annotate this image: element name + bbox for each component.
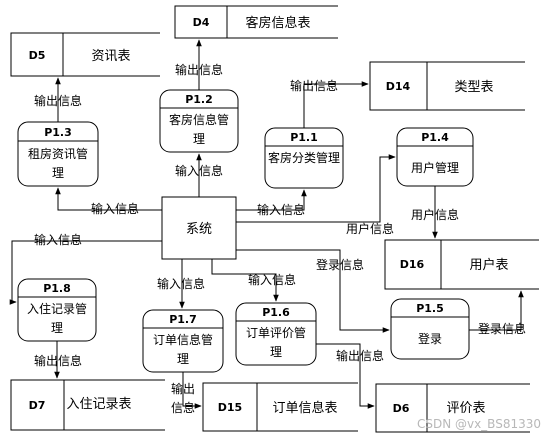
flow-label-login-info-b: 登录信息 xyxy=(478,321,526,336)
process-p17-name-2: 理 xyxy=(177,352,189,366)
flow-lines xyxy=(9,39,524,409)
process-p13-id: P1.3 xyxy=(44,126,72,139)
process-p15-name: 登录 xyxy=(418,331,442,346)
store-d5-name: 资讯表 xyxy=(91,49,130,64)
flow-label-login-info-a: 登录信息 xyxy=(316,257,364,272)
process-p13: P1.3 租房资讯管 理 xyxy=(17,121,99,187)
process-p17-name-1: 订单信息管 xyxy=(153,332,213,347)
flow-label-p17-out-1: 输出 xyxy=(171,381,195,396)
process-p12-name-1: 客房信息管 xyxy=(169,112,229,127)
store-d15: D15 订单信息表 xyxy=(202,382,358,432)
store-d14-id: D14 xyxy=(386,80,411,93)
store-d6-name: 评价表 xyxy=(446,401,485,416)
system-label: 系统 xyxy=(186,222,212,237)
store-d6: D6 评价表 xyxy=(375,383,530,433)
process-p16-name-1: 订单评价管 xyxy=(246,325,306,340)
flow-label-sys-p11-in: 输入信息 xyxy=(257,202,305,217)
store-d5: D5 资讯表 xyxy=(10,32,160,77)
process-p16-id: P1.6 xyxy=(262,306,290,319)
system-box: 系统 xyxy=(161,196,237,260)
store-d16-name: 用户表 xyxy=(469,257,508,273)
process-p11-id: P1.1 xyxy=(290,131,318,144)
process-p12: P1.2 客房信息管 理 xyxy=(159,89,239,153)
store-d5-id: D5 xyxy=(29,49,46,62)
process-p16: P1.6 订单评价管 理 xyxy=(235,302,317,366)
process-p18-name-2: 理 xyxy=(51,321,63,335)
store-d16: D16 用户表 xyxy=(384,239,539,290)
store-d6-id: D6 xyxy=(393,402,410,415)
watermark-text: CSDN @vx_BS81330 xyxy=(417,417,541,431)
process-p17-id: P1.7 xyxy=(169,313,197,326)
flow-label-user-info-a: 用户信息 xyxy=(411,207,459,222)
flow-label-p18-out: 输出信息 xyxy=(34,353,82,368)
flow-label-user-info-b: 用户信息 xyxy=(346,221,394,236)
store-d15-id: D15 xyxy=(218,401,242,414)
store-d14-name: 类型表 xyxy=(454,80,493,95)
process-p12-id: P1.2 xyxy=(185,93,213,106)
flow-label-p16-out: 输出信息 xyxy=(336,348,384,363)
store-d7: D7 入住记录表 xyxy=(10,379,165,431)
process-p11-name: 客房分类管理 xyxy=(268,150,340,165)
process-p16-name-2: 理 xyxy=(270,345,282,359)
store-d7-name: 入住记录表 xyxy=(66,397,131,412)
process-p18-name-1: 入住记录管 xyxy=(27,301,87,316)
flow-label-sys-p13-in: 输入信息 xyxy=(91,201,139,216)
store-d15-name: 订单信息表 xyxy=(272,400,337,416)
store-d16-id: D16 xyxy=(400,258,425,271)
store-d4-id: D4 xyxy=(193,16,210,29)
store-d7-id: D7 xyxy=(29,399,46,412)
process-p18: P1.8 入住记录管 理 xyxy=(17,278,97,342)
flow-label-sys-p12-in: 输入信息 xyxy=(175,163,223,178)
process-p14-id: P1.4 xyxy=(421,131,449,144)
flow-label-p12-out: 输出信息 xyxy=(175,62,223,77)
process-p15-id: P1.5 xyxy=(416,302,444,315)
process-p14-name: 用户管理 xyxy=(411,160,459,175)
process-p12-name-2: 理 xyxy=(193,132,205,146)
process-p14: P1.4 用户管理 xyxy=(396,127,474,187)
process-p18-id: P1.8 xyxy=(43,282,71,295)
store-d4: D4 客房信息表 xyxy=(174,5,338,39)
flow-label-sys-p18-in: 输入信息 xyxy=(34,232,82,247)
store-d14: D14 类型表 xyxy=(369,61,525,111)
process-p15: P1.5 登录 xyxy=(390,298,470,360)
store-d4-name: 客房信息表 xyxy=(245,15,310,31)
flow-label-sys-p16-in: 输入信息 xyxy=(248,272,296,287)
process-p13-name-2: 理 xyxy=(52,166,64,180)
flow-label-p11-out: 输出信息 xyxy=(290,78,338,93)
process-p13-name-1: 租房资讯管 xyxy=(28,146,88,161)
flow-label-p13-out: 输出信息 xyxy=(34,93,82,108)
flow-label-sys-p17-in: 输入信息 xyxy=(157,276,205,291)
process-p17: P1.7 订单信息管 理 xyxy=(142,309,224,373)
process-p11: P1.1 客房分类管理 xyxy=(264,127,344,189)
flow-label-p17-out-2: 信息 xyxy=(171,400,195,415)
